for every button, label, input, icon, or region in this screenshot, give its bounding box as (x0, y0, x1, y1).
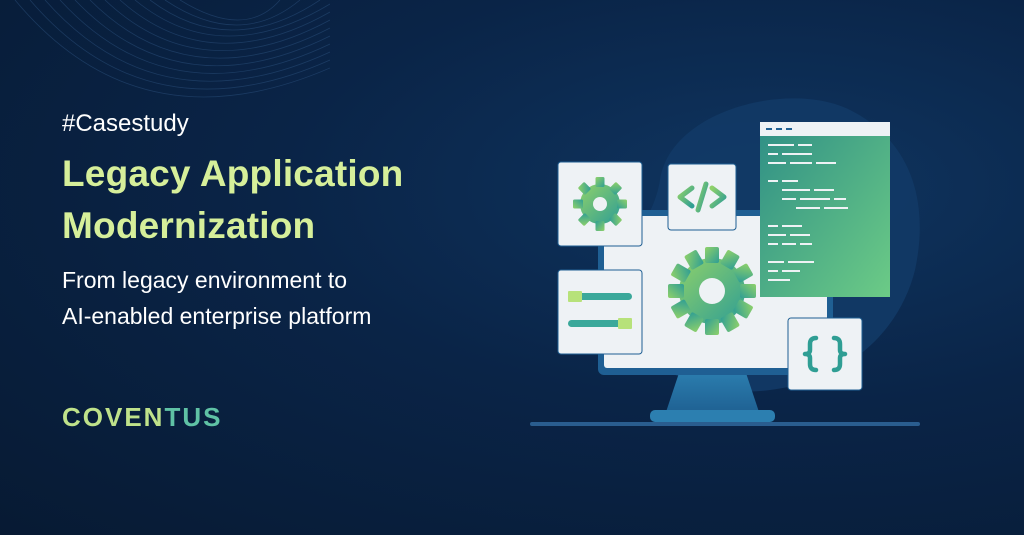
subtitle: From legacy environment to AI-enabled en… (62, 262, 532, 334)
braces-card (787, 317, 863, 391)
gear-icon (573, 177, 627, 231)
coventus-logo: COVENTUS (62, 400, 222, 434)
headline-line-1: Legacy Application (62, 153, 404, 194)
logo-part-1: COVEN (62, 402, 165, 432)
code-card (667, 163, 737, 231)
hero-text: #Casestudy Legacy Application Modernizat… (62, 108, 532, 334)
case-study-tag: #Casestudy (62, 110, 189, 137)
logo-part-2: TUS (164, 402, 223, 432)
subtitle-line-1: From legacy environment to (62, 267, 348, 293)
sliders-icon (568, 291, 632, 329)
monitor-stand (650, 370, 775, 422)
sliders-card (557, 269, 643, 355)
headline: Legacy Application Modernization (62, 148, 532, 252)
big-gear-icon (668, 247, 756, 335)
ground-line (530, 422, 920, 426)
headline-line-2: Modernization (62, 205, 316, 246)
subtitle-line-2: AI-enabled enterprise platform (62, 303, 372, 329)
curly-braces-icon (802, 335, 848, 373)
code-window (760, 122, 890, 297)
code-lines (768, 144, 848, 281)
background-mesh (14, 0, 330, 98)
code-icon (677, 181, 727, 213)
gear-card (557, 161, 643, 247)
modernization-illustration (530, 98, 920, 426)
